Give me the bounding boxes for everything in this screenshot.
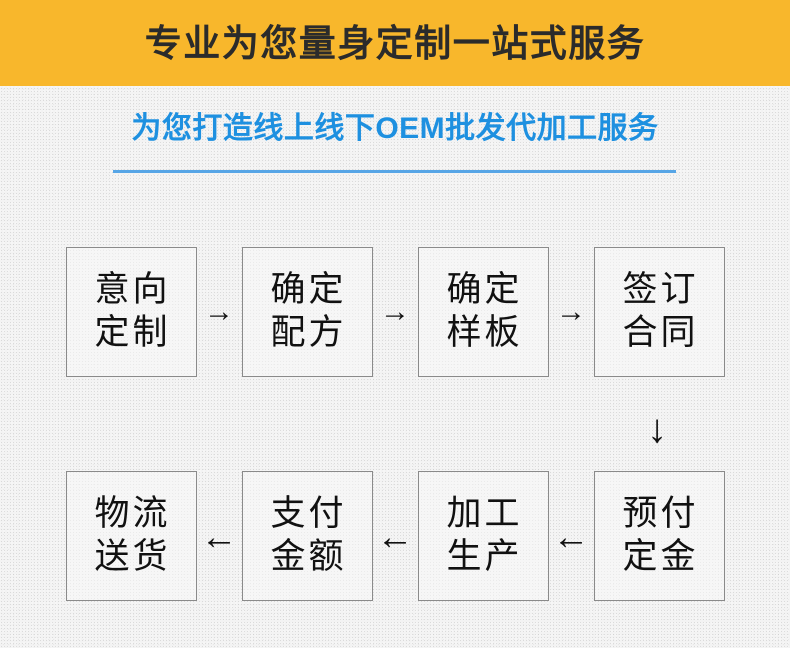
flow-step-line2: 送货 [94,537,171,576]
flow-step-yixiangdingzhi[interactable]: 意向 定制 [65,247,197,377]
flow-step-line1: 签订 [622,270,699,310]
flow-step-line2: 定制 [94,313,171,352]
flow-step-line2: 生产 [446,537,523,576]
page-title: 专业为您量身定制一站式服务 [144,22,646,64]
arrow-down-icon: ↓ [647,407,667,451]
header-banner: 专业为您量身定制一站式服务 [0,0,790,86]
flow-step-quedingpeifang[interactable]: 确定 配方 [241,247,373,377]
flow-step-yufudingjin[interactable]: 预付 定金 [593,471,725,601]
arrow-left-icon-3: ← [552,515,590,557]
flow-step-line1: 加工 [446,494,523,534]
flow-step-line1: 支付 [270,494,347,534]
flow-step-line2: 合同 [622,313,699,352]
flow-step-quedingyangban[interactable]: 确定 样板 [417,247,549,377]
flow-step-wuliusonghuo[interactable]: 物流 送货 [65,471,197,601]
flow-step-jiagongshengchan[interactable]: 加工 生产 [417,471,549,601]
subtitle-container: 为您打造线上线下OEM批发代加工服务 [0,112,790,145]
flow-step-line1: 预付 [622,494,699,534]
flow-step-line1: 确定 [270,270,347,310]
flow-step-line2: 样板 [446,313,523,352]
flow-step-line2: 定金 [622,537,699,576]
flow-step-line1: 确定 [446,270,523,310]
arrow-right-icon-1: → [204,295,234,328]
flow-row-1: 意向 定制 → 确定 配方 → 确定 样板 → 签订 合同 [0,246,790,378]
flow-step-line2: 配方 [270,313,347,352]
subtitle-text: 为您打造线上线下OEM批发代加工服务 [131,112,659,145]
flow-step-line2: 金额 [270,537,347,576]
arrow-left-icon-2: ← [376,515,414,557]
flow-step-line1: 物流 [94,494,171,534]
flow-step-zhifujine[interactable]: 支付 金额 [241,471,373,601]
subtitle-divider [113,170,676,173]
arrow-right-icon-3: → [556,295,586,328]
flow-row-2: 物流 送货 ← 支付 金额 ← 加工 生产 ← 预付 定金 [0,470,790,602]
flow-step-line1: 意向 [94,270,171,310]
arrow-left-icon-1: ← [200,515,238,557]
arrow-right-icon-2: → [380,295,410,328]
flow-step-qiandinghetong[interactable]: 签订 合同 [593,247,725,377]
